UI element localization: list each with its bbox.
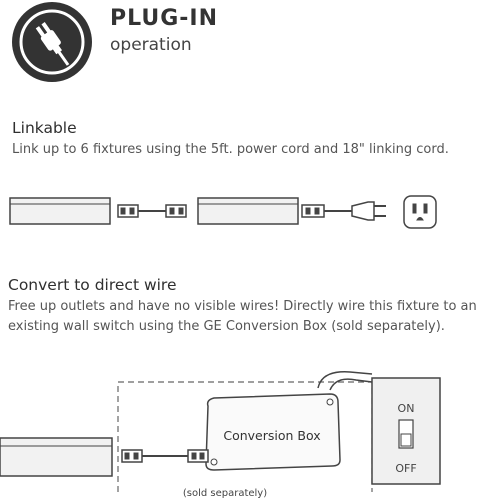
light-fixture: [0, 437, 113, 477]
light-fixture: [9, 197, 111, 225]
conversion-box-outline: [117, 381, 373, 492]
switch-off-label: OFF: [395, 462, 416, 475]
direct-wire-heading: Convert to direct wire: [8, 276, 177, 294]
linkable-description: Link up to 6 fixtures using the 5ft. pow…: [12, 142, 449, 157]
wall-outlet-icon: [403, 195, 437, 229]
conversion-box: Conversion Box: [205, 393, 341, 471]
switch-wires: [317, 371, 373, 391]
conversion-box-label: Conversion Box: [223, 428, 320, 443]
sold-separately-label: (sold separately): [183, 488, 267, 499]
wall-switch-plate: ON OFF: [371, 377, 441, 485]
conversion-diagram: ON OFF Conversion Box (sold separately): [0, 371, 441, 499]
linking-cord: [117, 204, 187, 218]
direct-wire-description-line1: Free up outlets and have no visible wire…: [8, 299, 477, 314]
switch-on-label: ON: [398, 402, 415, 415]
plug-icon: [19, 9, 85, 75]
power-cord: [301, 201, 386, 221]
linkable-heading: Linkable: [12, 119, 77, 137]
page-title: PLUG-IN: [110, 6, 219, 31]
light-fixture: [197, 197, 299, 225]
plug-in-badge: [12, 2, 92, 82]
direct-wire-description-line2: existing wall switch using the GE Conver…: [8, 319, 445, 334]
page-subtitle: operation: [110, 35, 192, 55]
linkable-diagram: [9, 195, 437, 229]
connector-cord: [121, 449, 209, 463]
